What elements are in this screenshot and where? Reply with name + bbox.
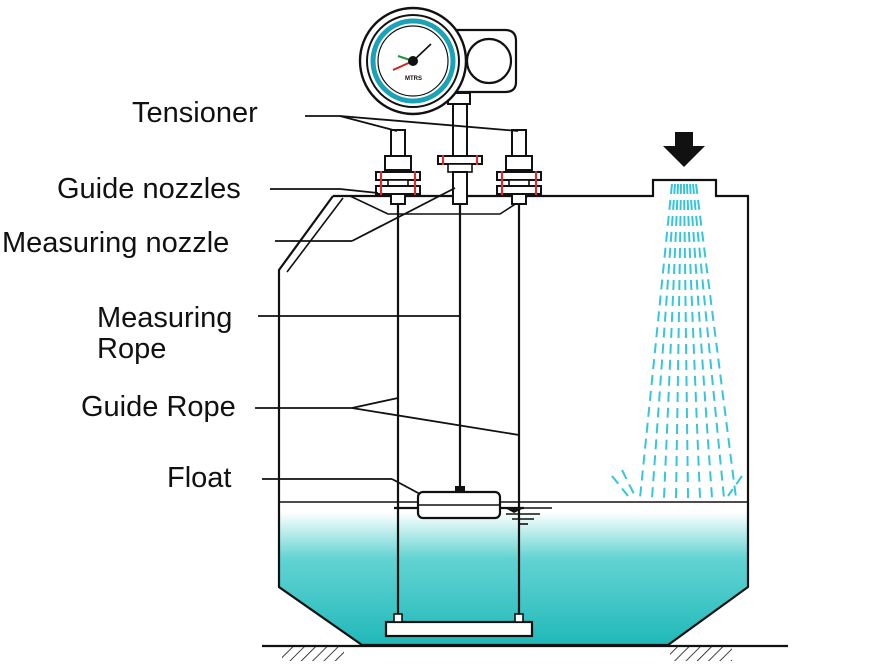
ground bbox=[262, 644, 788, 661]
guide-nozzle-right bbox=[496, 129, 542, 205]
arrow-down-icon bbox=[663, 132, 705, 167]
label-guide-nozzles: Guide nozzles bbox=[57, 173, 241, 205]
gauge-dial-icon: MTRS bbox=[358, 6, 518, 116]
measuring-nozzle bbox=[437, 103, 483, 205]
level-marker-icon bbox=[503, 507, 552, 525]
gauge-unit-label: MTRS bbox=[405, 76, 422, 82]
label-guide-rope: Guide Rope bbox=[81, 391, 236, 423]
label-measuring-nozzle: Measuring nozzle bbox=[2, 227, 229, 259]
guide-nozzle-left bbox=[375, 129, 421, 205]
label-measuring-rope-line2: Rope bbox=[97, 333, 166, 365]
float bbox=[394, 486, 524, 520]
anchor-plate bbox=[384, 613, 534, 638]
liquid bbox=[279, 512, 748, 645]
leader-lines bbox=[255, 115, 520, 495]
label-measuring-rope-line1: Measuring bbox=[97, 302, 232, 334]
label-tensioner: Tensioner bbox=[132, 97, 258, 129]
ropes bbox=[396, 204, 521, 618]
label-float: Float bbox=[167, 462, 231, 494]
liquid-spray bbox=[611, 183, 743, 499]
